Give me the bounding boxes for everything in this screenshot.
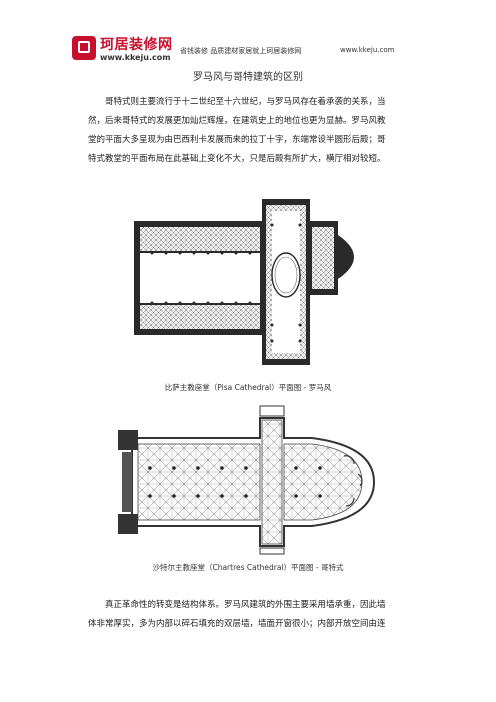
header-tagline: 省钱装修 品质建材家居就上珂居装修网 xyxy=(180,47,302,55)
house-logo-icon xyxy=(72,36,96,60)
header-site-url[interactable]: www.kkeju.com xyxy=(340,46,395,54)
chartres-plan-figure xyxy=(112,400,388,556)
pisa-plan-figure xyxy=(126,195,372,373)
paragraph-intro: 哥特式则主要流行于十二世纪至十六世纪，与罗马风存在着承袭的关系，当 然，后来哥特… xyxy=(88,93,430,169)
chartres-plan-drawing xyxy=(118,405,376,555)
site-logo[interactable]: 珂居装修网 www.kkeju.com xyxy=(72,34,176,68)
paragraph-structure: 真正革命性的转变是结构体系。罗马风建筑的外围主要采用墙承重，因此墙 体非常厚实，… xyxy=(88,596,430,634)
paragraph-line: 然，后来哥特式的发展更加灿烂辉煌，在建筑史上的地位也更为显赫。罗马风教 xyxy=(88,116,386,126)
logo-name: 珂居装修网 xyxy=(100,37,173,53)
paragraph-line: 体非常厚实，多为内部以碎石填充的双层墙，墙面开窗很小；内部开放空间由连 xyxy=(88,619,386,629)
logo-url: www.kkeju.com xyxy=(100,53,171,62)
page-header: 珂居装修网 www.kkeju.com 省钱装修 品质建材家居就上珂居装修网 w… xyxy=(72,34,432,70)
paragraph-line: 真正革命性的转变是结构体系。罗马风建筑的外围主要采用墙承重，因此墙 xyxy=(105,600,386,610)
paragraph-line: 哥特式则主要流行于十二世纪至十六世纪，与罗马风存在着承袭的关系，当 xyxy=(105,97,386,107)
figure1-caption: 比萨主教座堂（Pisa Cathedral）平面图 - 罗马风 xyxy=(164,383,332,392)
figure2-caption: 沙特尔主教座堂（Chartres Cathedral）平面图 - 哥特式 xyxy=(152,563,344,572)
pisa-plan-drawing xyxy=(134,199,354,365)
paragraph-line: 堂的平面大多呈现为由巴西利卡发展而来的拉丁十字，东端常设半圆形后殿；哥 xyxy=(88,135,386,145)
article-title: 罗马风与哥特建筑的区别 xyxy=(193,72,303,83)
paragraph-line: 特式教堂的平面布局在此基础上变化不大，只是后殿有所扩大，横厅相对较短。 xyxy=(88,154,386,164)
